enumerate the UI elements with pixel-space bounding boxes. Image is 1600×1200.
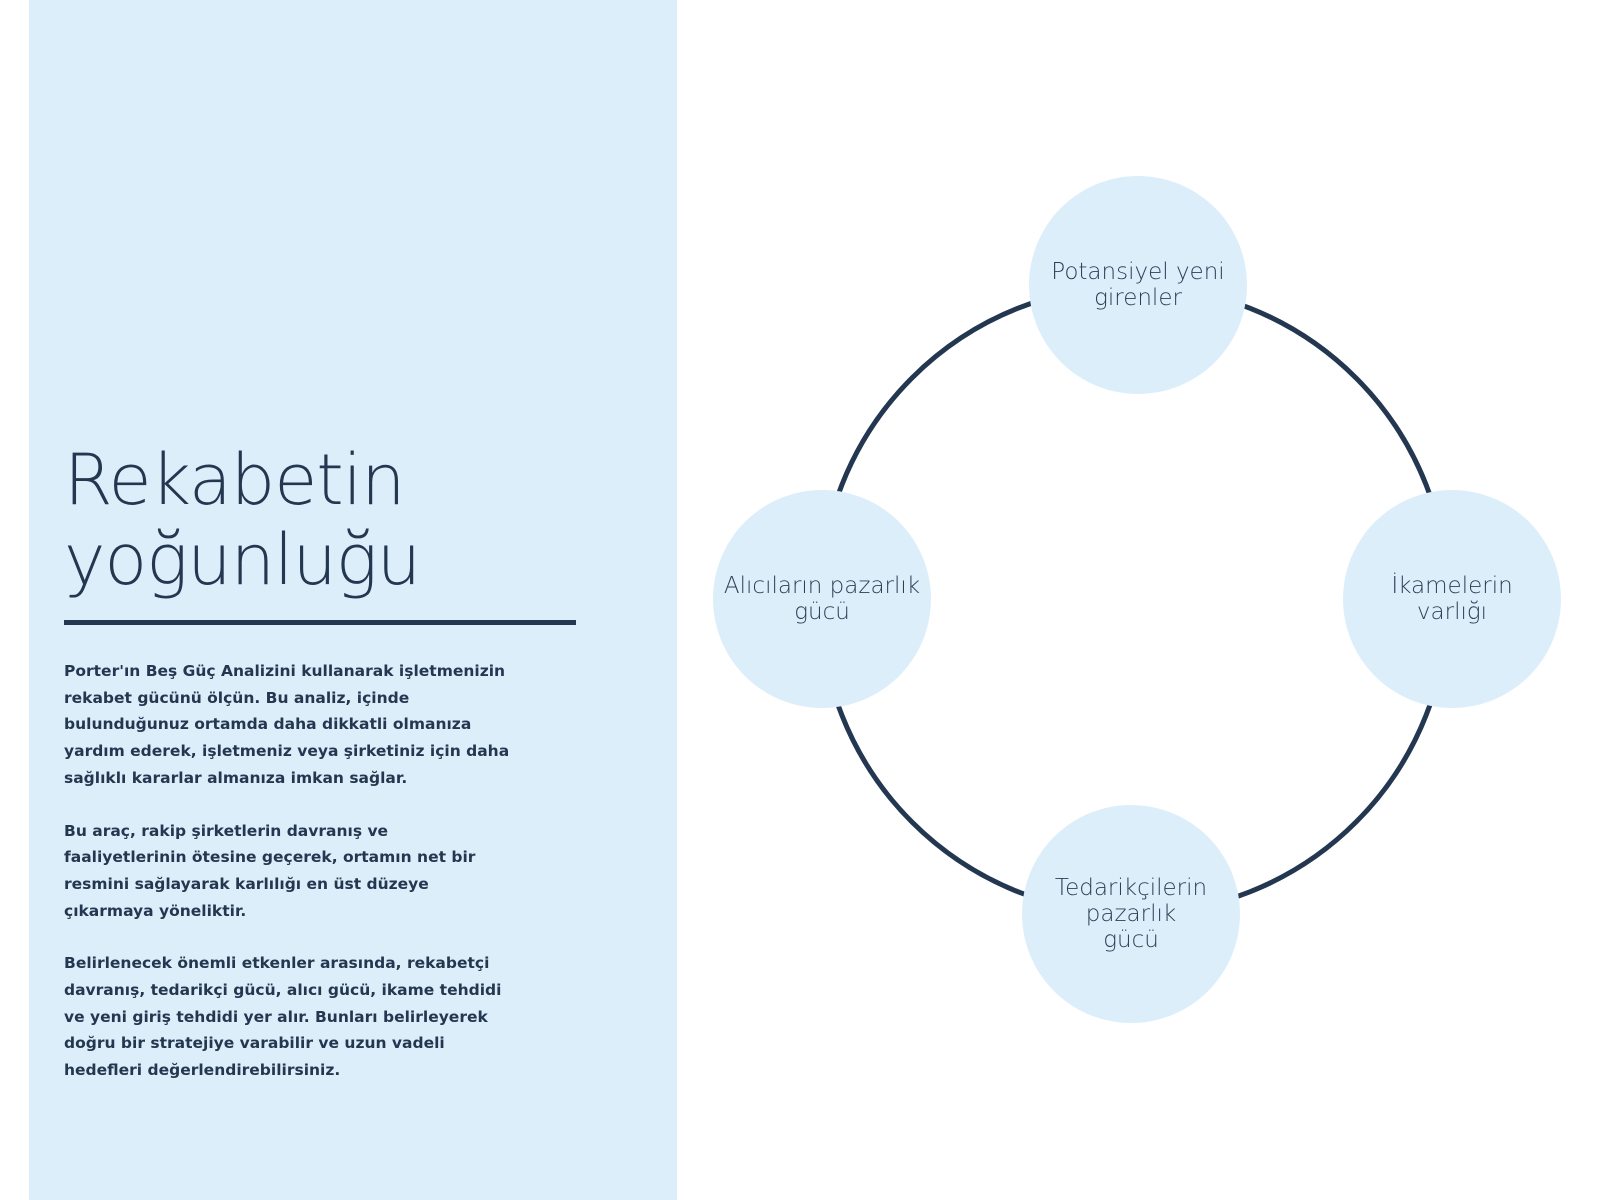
- node-top-circle: [1029, 176, 1247, 394]
- paragraph-2: Bu araç, rakip şirketlerin davranış ve f…: [64, 821, 476, 920]
- node-top-label: Potansiyel yeni girenler: [1038, 259, 1238, 311]
- node-top-line-2: girenler: [1094, 285, 1182, 311]
- title-line-2: yoğunluğu: [64, 519, 421, 601]
- node-right-label: İkamelerin varlığı: [1352, 573, 1552, 625]
- slide-title: Rekabetin yoğunluğu: [64, 439, 421, 601]
- node-right-line-2: varlığı: [1416, 599, 1488, 625]
- node-left-circle: [713, 490, 931, 708]
- side-panel: [29, 0, 677, 1200]
- paragraph-1: Porter'ın Beş Güç Analizini kullanarak i…: [64, 662, 510, 787]
- node-left-line-2: gücü: [794, 599, 850, 625]
- title-underline: [64, 620, 576, 625]
- node-right-line-1: İkamelerin: [1391, 573, 1513, 599]
- body-text: Porter'ın Beş Güç Analizini kullanarak i…: [64, 658, 514, 1110]
- node-top-line-1: Potansiyel yeni: [1051, 259, 1225, 285]
- node-bottom-line-1: Tedarikçilerin: [1054, 875, 1208, 901]
- title-line-1: Rekabetin: [64, 439, 406, 521]
- node-left-line-1: Alıcıların pazarlık: [723, 573, 921, 599]
- node-bottom-label: Tedarikçilerin pazarlık gücü: [1031, 875, 1231, 953]
- node-left-label: Alıcıların pazarlık gücü: [722, 573, 922, 625]
- node-bottom-line-3: gücü: [1103, 927, 1159, 953]
- node-right-circle: [1343, 490, 1561, 708]
- node-bottom-line-2: pazarlık: [1085, 901, 1177, 927]
- paragraph-3: Belirlenecek önemli etkenler arasında, r…: [64, 954, 502, 1080]
- node-bottom-circle: [1022, 805, 1240, 1023]
